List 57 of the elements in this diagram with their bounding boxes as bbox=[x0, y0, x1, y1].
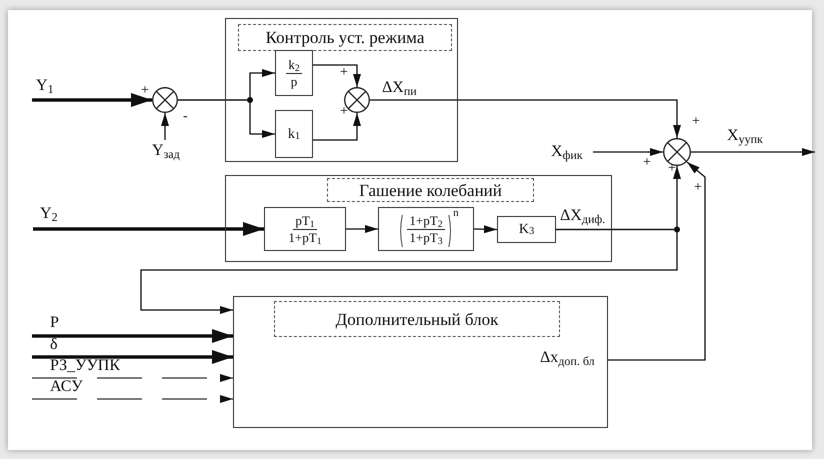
sign-label: + bbox=[340, 105, 348, 119]
signal-label: РЗ_УУПК bbox=[50, 358, 120, 374]
signal-label: Y$_{2}$ bbox=[40, 206, 58, 222]
transfer-function-block bbox=[378, 207, 474, 251]
fraction-denominator: p bbox=[290, 74, 298, 90]
fraction-numerator: pT$_{1}$ bbox=[293, 212, 317, 230]
signal-label: X$_{уупк}$ bbox=[727, 128, 763, 144]
function-block bbox=[233, 296, 608, 428]
fraction-denominator: 1+pT$_{3}$ bbox=[408, 230, 444, 246]
signal-label: ΔX$_{пи}$ bbox=[382, 80, 417, 96]
signal-label: Y$_{1}$ bbox=[36, 78, 54, 94]
arrow bbox=[593, 148, 663, 156]
sign-label: + bbox=[340, 66, 348, 80]
transfer-function-block bbox=[264, 207, 346, 251]
arrow bbox=[313, 113, 361, 141]
fraction-denominator: 1+pT$_{1}$ bbox=[287, 230, 323, 246]
signal-label: ΔX$_{диф.}$ bbox=[560, 208, 606, 224]
signal-label: X$_{фик}$ bbox=[551, 141, 593, 163]
fraction-numerator: 1+pT$_{2}$ bbox=[407, 212, 445, 230]
transfer-function-block bbox=[275, 50, 313, 96]
arrow bbox=[140, 228, 678, 314]
signal-label: Y$_{зад}$ bbox=[152, 140, 192, 162]
arrow bbox=[346, 225, 378, 233]
arrow bbox=[608, 162, 706, 361]
input-arrow bbox=[32, 395, 234, 403]
arrow bbox=[161, 113, 169, 140]
input-arrow bbox=[32, 329, 233, 343]
exponent: n bbox=[453, 208, 459, 218]
summing-junction bbox=[663, 138, 691, 166]
transfer-function-block: K$_{3}$ bbox=[497, 216, 556, 243]
input-arrow bbox=[33, 222, 264, 236]
fraction-numerator: k$_{2}$ bbox=[286, 56, 302, 74]
sign-label: + bbox=[692, 115, 700, 129]
block-title: Дополнительный блок bbox=[274, 301, 560, 337]
block-title: Контроль уст. режима bbox=[238, 24, 452, 51]
signal-label: δ bbox=[50, 337, 58, 353]
function-block bbox=[225, 18, 458, 162]
sign-label: + bbox=[668, 162, 676, 176]
signal-label: АСУ bbox=[50, 379, 83, 395]
arrow bbox=[474, 225, 498, 234]
summing-junction bbox=[152, 87, 178, 113]
block-title: Гашение колебаний bbox=[327, 178, 534, 202]
arrow bbox=[313, 64, 361, 87]
signal-label: Δx$_{доп. бл}$ bbox=[540, 350, 595, 366]
sign-label: + bbox=[141, 84, 149, 98]
input-arrow bbox=[32, 350, 233, 364]
input-arrow bbox=[32, 93, 152, 107]
sign-label: + bbox=[643, 156, 651, 170]
arrow bbox=[178, 99, 275, 138]
arrow bbox=[370, 99, 681, 138]
input-arrow bbox=[32, 374, 234, 382]
arrow bbox=[691, 148, 815, 156]
sign-label: - bbox=[183, 110, 188, 124]
transfer-function-block: k$_{1}$ bbox=[275, 110, 313, 158]
function-block bbox=[225, 175, 612, 262]
signal-label: P bbox=[50, 315, 59, 331]
sign-label: + bbox=[694, 181, 702, 195]
